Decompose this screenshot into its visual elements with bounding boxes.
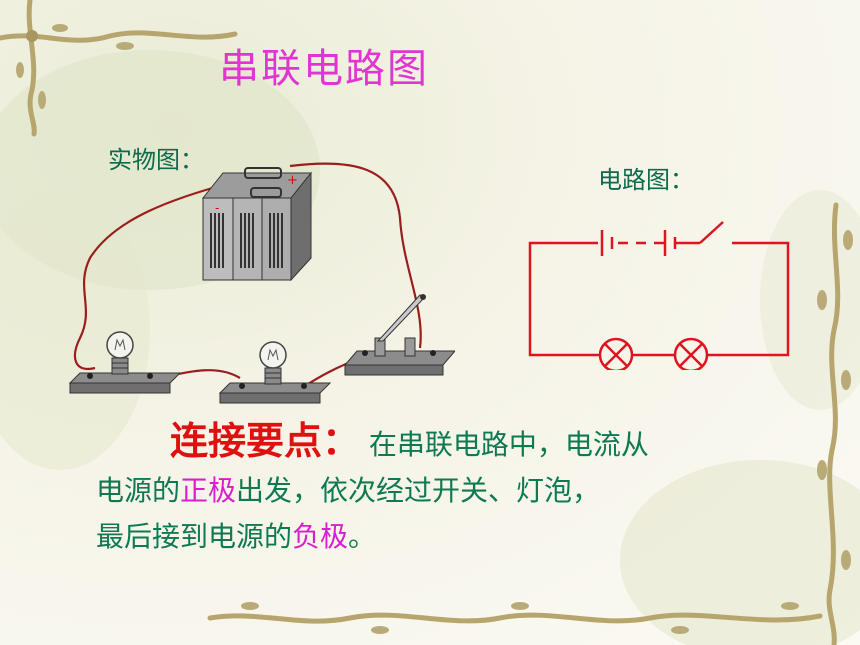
series-circuit-schematic	[528, 221, 790, 370]
battery-minus-sign: -	[215, 201, 219, 215]
physical-circuit-illustration: + -	[68, 162, 455, 404]
switch-blade	[699, 221, 724, 244]
line3-text-a: 最后接到电源的	[96, 520, 293, 553]
knife-switch	[343, 294, 455, 376]
wire	[73, 181, 231, 371]
line2-text-b: 出发，依次经过开关、灯泡，	[236, 474, 601, 507]
bulb-2	[218, 341, 332, 404]
paragraph-line-1: 连接要点： 在串联电路中，电流从	[96, 418, 816, 468]
battery-pack: + -	[201, 167, 313, 282]
key-points-paragraph: 连接要点： 在串联电路中，电流从 电源的正极出发，依次经过开关、灯泡， 最后接到…	[96, 418, 816, 560]
slide-title: 串联电路图	[219, 46, 429, 92]
battery-plus-sign: +	[287, 173, 298, 188]
line2-text-a: 电源的	[96, 474, 181, 507]
bulb-1	[68, 331, 182, 394]
positive-terminal-highlight: 正极	[180, 474, 237, 507]
paragraph-line-3: 最后接到电源的负极。	[96, 514, 816, 560]
paragraph-line-2: 电源的正极出发，依次经过开关、灯泡，	[96, 468, 816, 514]
line1-text: 在串联电路中，电流从	[368, 428, 649, 461]
wire-left	[528, 241, 598, 357]
circuit-diagram-label: 电路图：	[598, 166, 694, 194]
wire-right	[710, 241, 790, 357]
wire	[289, 162, 422, 349]
keyword-label: 连接要点：	[170, 419, 361, 463]
physical-diagram-label: 实物图：	[108, 146, 204, 174]
line3-text-b: 。	[348, 520, 377, 553]
negative-terminal-highlight: 负极	[292, 520, 349, 553]
